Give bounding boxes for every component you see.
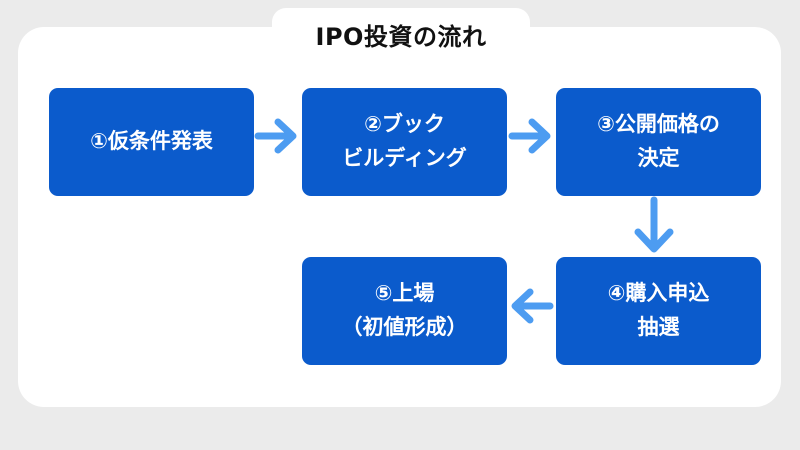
step-2-label-line-1: ②ブック: [364, 112, 445, 137]
arrow-left-icon: [511, 288, 554, 324]
diagram-title: IPO投資の流れ: [315, 22, 487, 51]
step-2-label-line-2: ビルディング: [342, 146, 467, 170]
step-box-5: ⑤上場 （初値形成）: [302, 257, 507, 365]
step-box-1: ①仮条件発表: [49, 88, 254, 196]
arrow-right-icon: [508, 118, 551, 154]
step-5-label-line-1: ⑤上場: [374, 281, 435, 306]
title-tab: IPO投資の流れ: [272, 8, 530, 60]
step-3-label-line-1: ③公開価格の: [597, 112, 720, 137]
step-box-4: ④購入申込 抽選: [556, 257, 761, 365]
step-box-2: ②ブック ビルディング: [302, 88, 507, 196]
step-4-label-line-2: 抽選: [637, 315, 680, 339]
arrow-right-icon: [254, 118, 297, 154]
step-4-label-line-1: ④購入申込: [607, 281, 710, 306]
step-box-3: ③公開価格の 決定: [556, 88, 761, 196]
step-3-label-line-2: 決定: [637, 146, 680, 170]
step-5-label-line-2: （初値形成）: [341, 315, 468, 339]
step-1-label: ①仮条件発表: [90, 129, 213, 154]
arrow-down-icon: [634, 196, 674, 253]
